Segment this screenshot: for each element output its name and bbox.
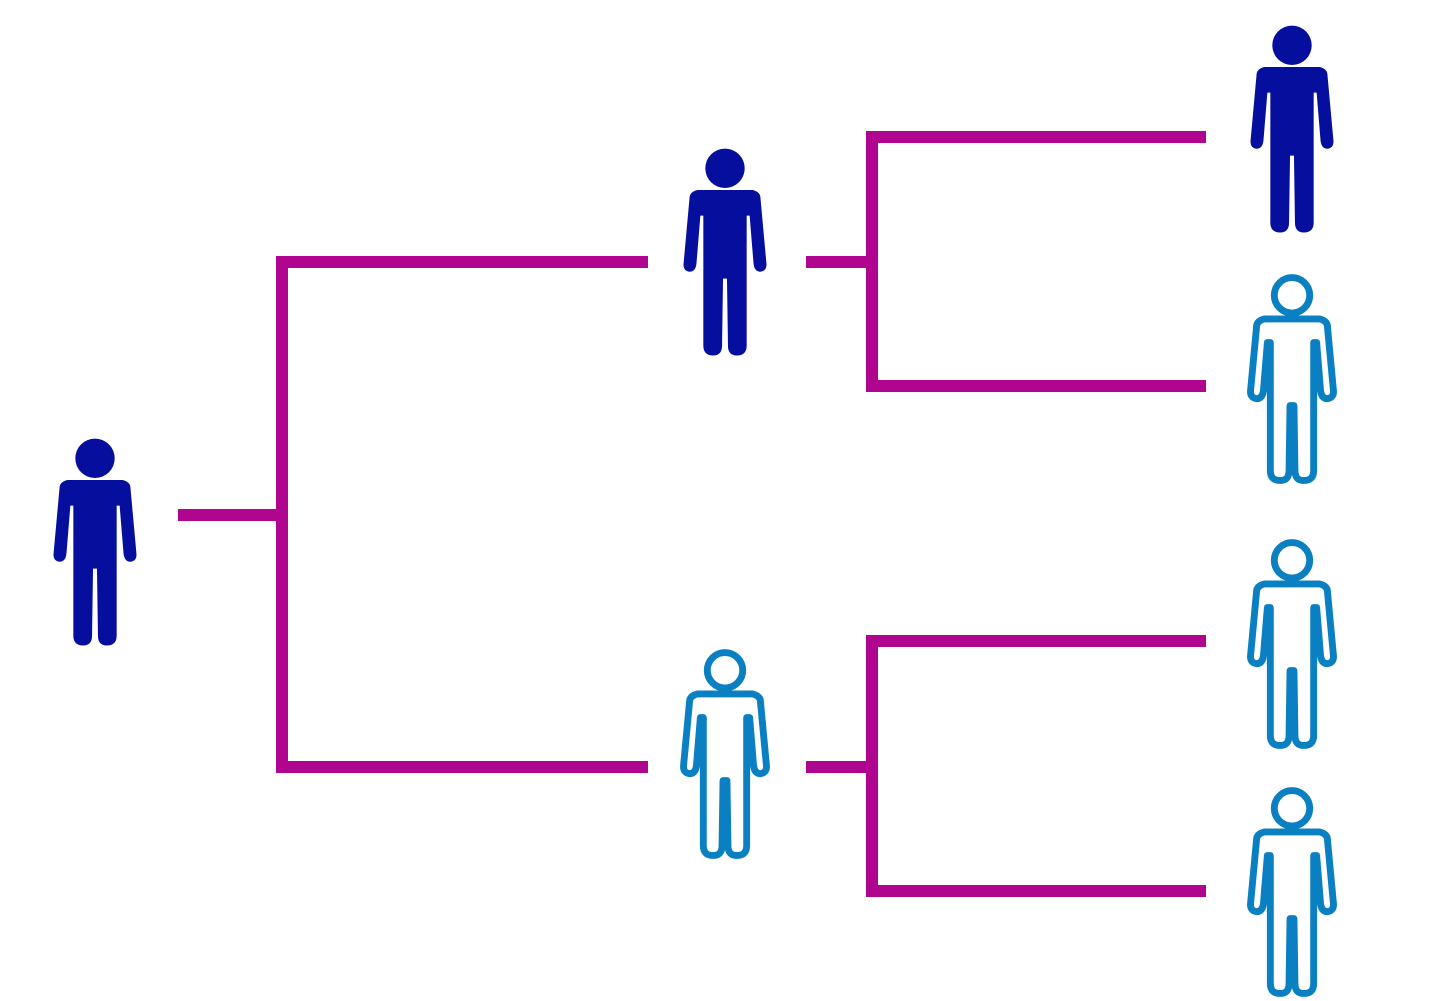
leaf-1-2-person-outline-icon	[1251, 278, 1334, 481]
child-1-person-filled-icon	[683, 148, 767, 356]
connector-lines	[178, 131, 1206, 897]
leaf-2-1-person-outline-icon	[1251, 543, 1334, 746]
leaf-1-1-person-filled-icon	[1250, 25, 1334, 233]
leaf-2-2-person-outline-icon	[1251, 791, 1334, 994]
child-2-person-outline-icon	[684, 653, 767, 856]
root-person-filled-icon	[53, 438, 137, 646]
